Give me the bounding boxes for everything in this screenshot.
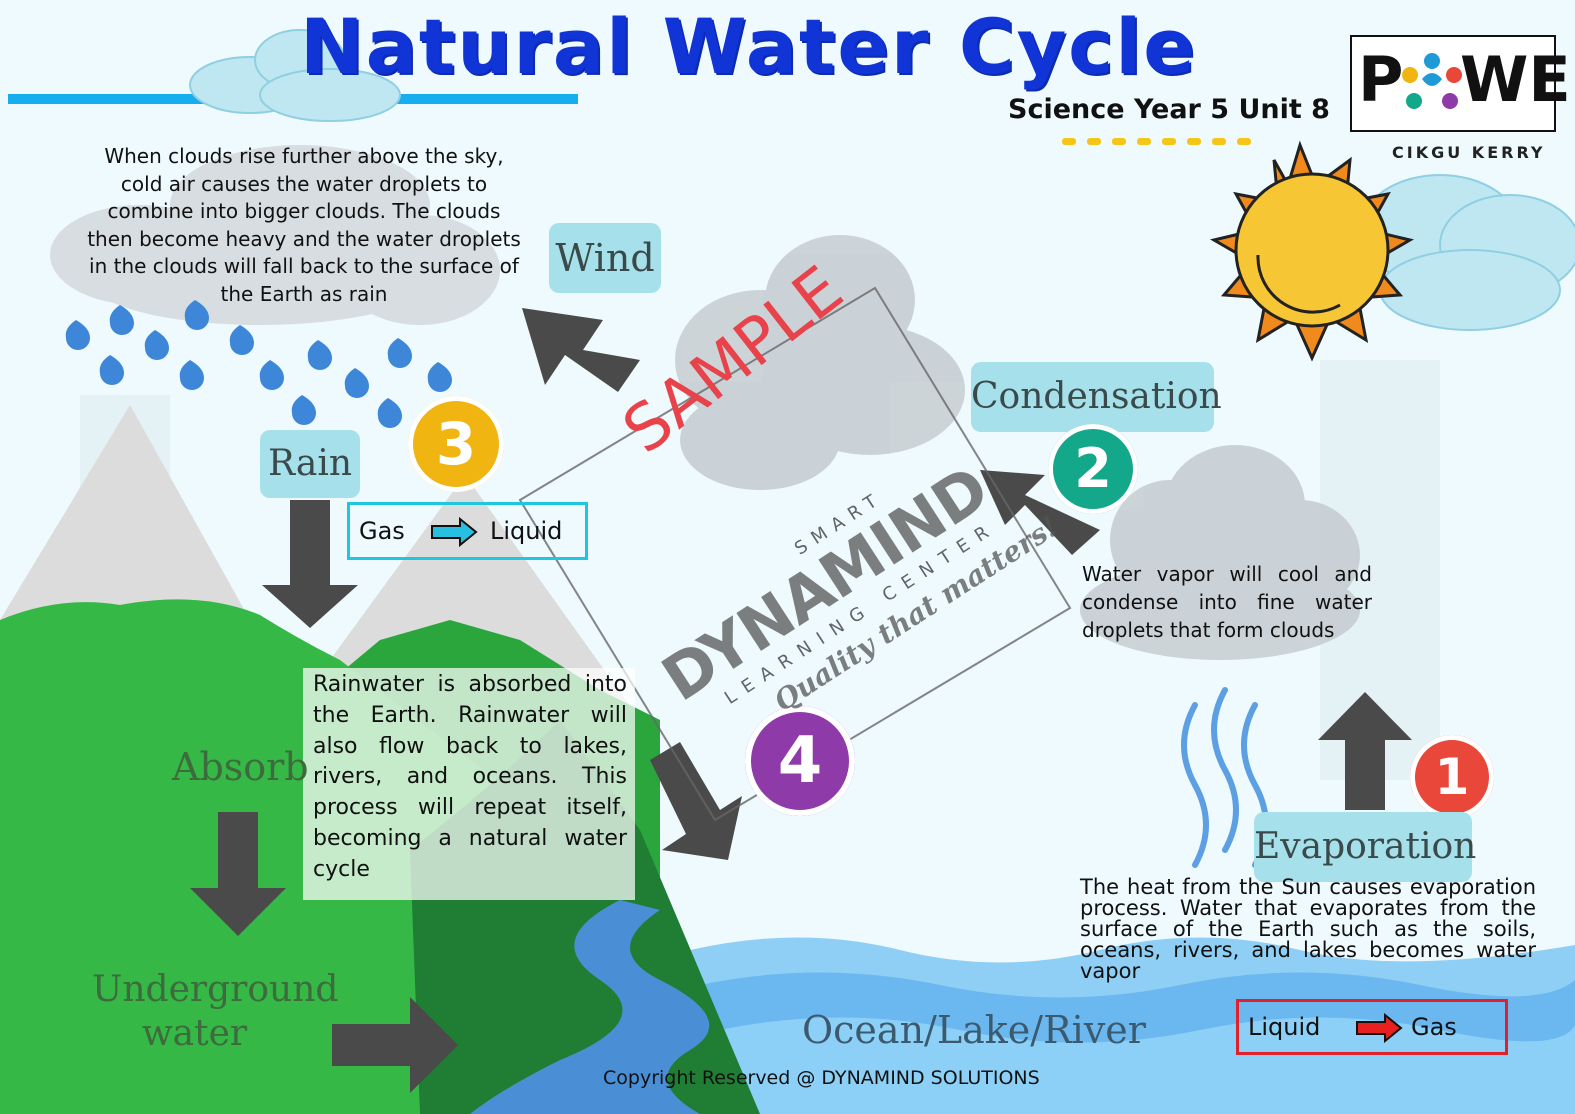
step-2-number: 2: [1074, 437, 1112, 500]
rain-description: When clouds rise further above the sky, …: [87, 144, 521, 306]
evaporation-state-to: Gas: [1411, 1013, 1457, 1041]
underground-label-line1: Underground: [92, 969, 339, 1010]
arrow-flow-down: [650, 742, 742, 860]
river: [470, 900, 710, 1114]
page-subtitle: Science Year 5 Unit 8: [1008, 94, 1330, 125]
logo-text-left: P: [1358, 43, 1404, 116]
title-cloud: [189, 29, 401, 122]
arrow-wind: [522, 308, 640, 392]
step-3-badge: 3: [408, 396, 504, 492]
ocean: [690, 937, 1575, 1114]
condensation-label: Condensation: [971, 362, 1222, 432]
condensation-description: Water vapor will cool and condense into …: [1082, 562, 1372, 642]
sun-icon: [1209, 140, 1415, 362]
arrow-evaporation-up: [1318, 692, 1412, 810]
underground-water-label: Underground water: [92, 968, 339, 1056]
ocean-lake-river-label: Ocean/Lake/River: [802, 1008, 1146, 1052]
right-clouds: [1080, 445, 1360, 660]
logo-text-right: WER: [1460, 43, 1575, 116]
step-3-number: 3: [435, 410, 477, 478]
arrow-underground-right: [332, 997, 458, 1093]
rain-state-from: Gas: [359, 517, 405, 545]
page-title: Natural Water Cycle: [300, 2, 1197, 91]
sample-watermark-frame: [518, 286, 1072, 822]
arrow-absorb-down: [190, 812, 286, 936]
sun-cloud: [1359, 174, 1575, 331]
step-1-number: 1: [1434, 748, 1470, 806]
copyright-text: Copyright Reserved @ DYNAMIND SOLUTIONS: [603, 1067, 1040, 1089]
step-4-number: 4: [777, 724, 823, 798]
power-logo: P WER: [1350, 35, 1575, 132]
step-2-badge: 2: [1048, 424, 1138, 514]
evaporation-description: The heat from the Sun causes evaporation…: [1080, 875, 1536, 983]
arrow-rain-down: [262, 500, 358, 628]
wind-label: Wind: [549, 223, 661, 293]
evaporation-state-change: Liquid Gas: [1236, 999, 1508, 1055]
rain-clouds: [50, 145, 500, 325]
rain-state-change: Gas Liquid: [347, 502, 588, 560]
absorb-description: Rainwater is absorbed into the Earth. Ra…: [303, 668, 635, 900]
rain-label: Rain: [260, 430, 360, 498]
rain-state-arrow-icon: [431, 517, 478, 547]
evaporation-state-from: Liquid: [1248, 1013, 1321, 1041]
arrow-condensation: [980, 470, 1100, 555]
subtitle-dots: [1062, 138, 1251, 145]
evaporation-state-arrow-icon: [1356, 1013, 1403, 1043]
logo-caption: CIKGU KERRY: [1392, 143, 1546, 162]
step-4-badge: 4: [745, 706, 855, 816]
underground-label-line2: water: [141, 1013, 248, 1054]
raindrops: [65, 300, 452, 428]
evaporation-label: Evaporation: [1254, 812, 1476, 882]
step-1-badge: 1: [1410, 735, 1494, 819]
logo-people-icon: [1402, 53, 1462, 109]
rain-state-to: Liquid: [490, 517, 563, 545]
absorb-label: Absorb: [172, 745, 309, 789]
